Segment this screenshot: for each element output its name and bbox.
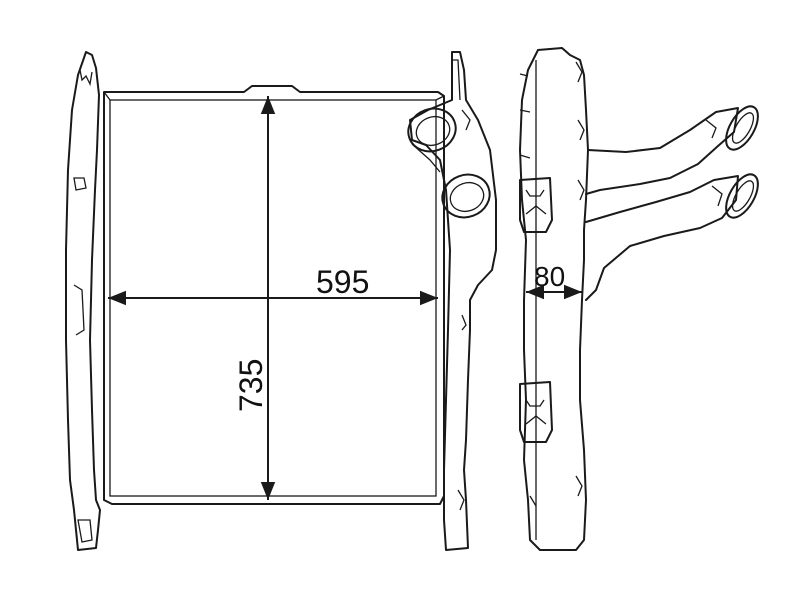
side-lower-pipe — [585, 175, 739, 301]
lower-slot — [519, 381, 553, 443]
core-frame — [103, 85, 445, 505]
right-tank — [409, 51, 497, 551]
height-label: 735 — [233, 359, 269, 412]
side-body — [519, 47, 589, 551]
depth-label: 80 — [534, 261, 565, 292]
left-bracket — [65, 51, 101, 551]
upper-slot — [519, 177, 553, 233]
side-upper-pipe — [585, 107, 739, 195]
width-label: 595 — [316, 264, 369, 300]
lower-outlet-pipe — [441, 173, 491, 219]
upper-outlet-pipe — [407, 107, 457, 173]
side-view: 80 — [519, 47, 759, 551]
front-view: 595 735 — [65, 51, 497, 551]
